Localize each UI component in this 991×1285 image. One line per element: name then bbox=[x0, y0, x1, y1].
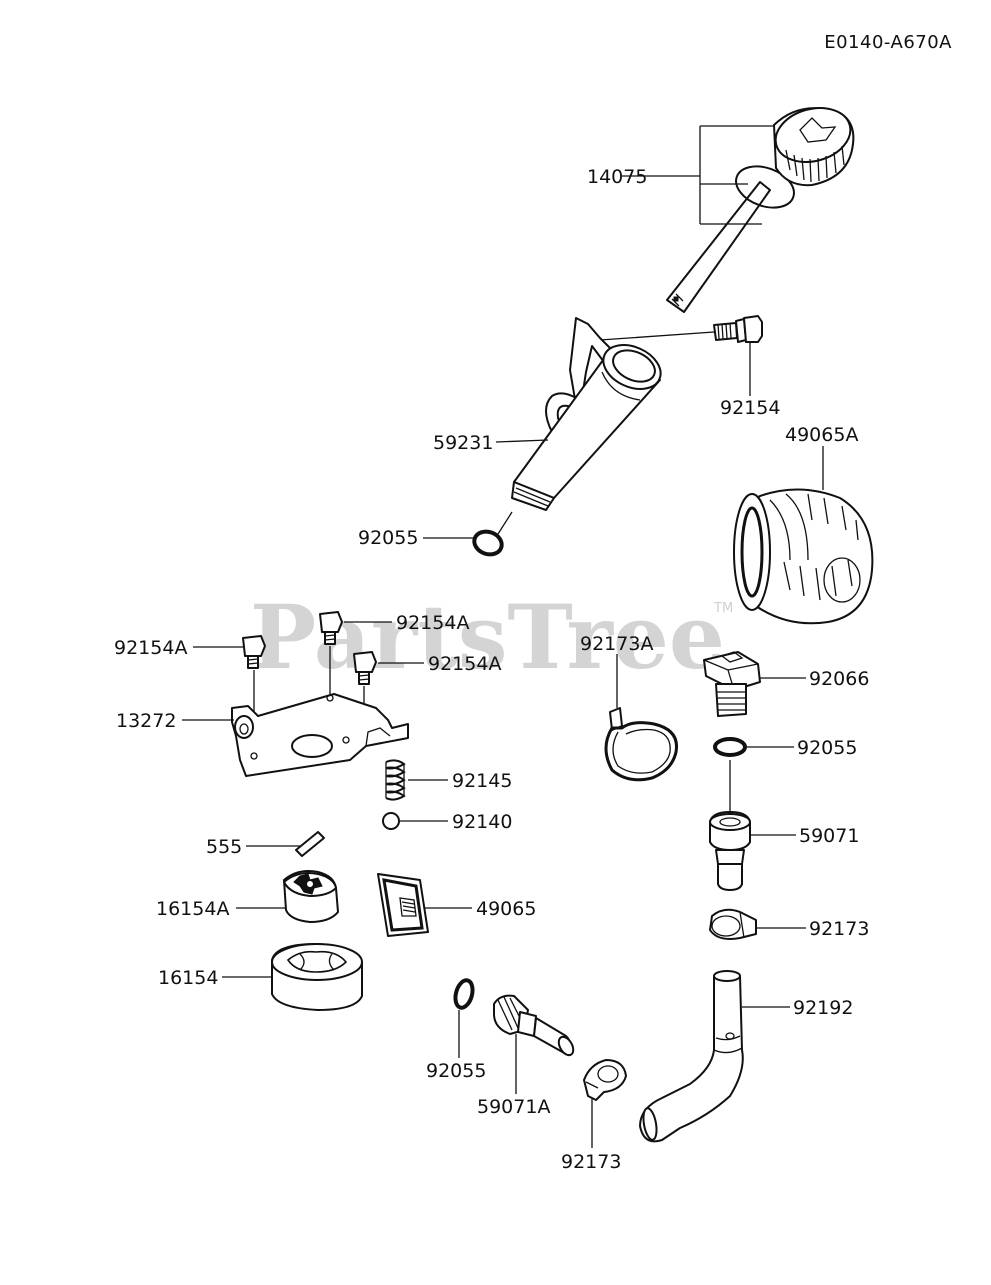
part-16154A-inner-rotor[interactable] bbox=[283, 870, 339, 923]
label-92145[interactable]: 92145 bbox=[452, 770, 512, 792]
part-92173-clamp-bottom[interactable] bbox=[583, 1059, 627, 1101]
leader-14075 bbox=[622, 125, 775, 225]
label-13272[interactable]: 13272 bbox=[116, 710, 176, 732]
watermark-trademark: TM bbox=[713, 601, 733, 616]
label-16154[interactable]: 16154 bbox=[158, 967, 218, 989]
part-59231-filler-tube[interactable] bbox=[511, 317, 668, 511]
leader-92154A-center bbox=[329, 621, 392, 696]
part-49065A-oil-filter[interactable] bbox=[733, 488, 874, 625]
label-92154A-right[interactable]: 92154A bbox=[428, 653, 501, 675]
part-92055-oring-middle[interactable] bbox=[713, 737, 747, 757]
part-92154-bolt[interactable] bbox=[713, 315, 763, 343]
part-14075-dipstick[interactable] bbox=[666, 100, 856, 313]
label-92154A-left[interactable]: 92154A bbox=[114, 637, 187, 659]
leader-92154 bbox=[599, 331, 751, 396]
part-92066-drain-plug[interactable] bbox=[703, 651, 761, 717]
part-59071A-fitting[interactable] bbox=[493, 994, 576, 1058]
label-92055-lower[interactable]: 92055 bbox=[426, 1060, 486, 1082]
label-92066[interactable]: 92066 bbox=[809, 668, 869, 690]
label-14075[interactable]: 14075 bbox=[587, 166, 647, 188]
leader-59231 bbox=[495, 439, 549, 443]
label-92055-middle[interactable]: 92055 bbox=[797, 737, 857, 759]
part-92154A-bolt-center[interactable] bbox=[319, 611, 343, 645]
label-59231[interactable]: 59231 bbox=[433, 432, 493, 454]
part-92154A-bolt-right[interactable] bbox=[353, 651, 377, 685]
label-92154A-center[interactable]: 92154A bbox=[396, 612, 469, 634]
part-49065-screen[interactable] bbox=[377, 873, 429, 937]
part-92140-ball[interactable] bbox=[382, 812, 400, 830]
part-92173A-clamp[interactable] bbox=[604, 707, 679, 782]
diagram-code: E0140-A670A bbox=[824, 32, 952, 53]
part-92173-clamp-right[interactable] bbox=[709, 908, 757, 940]
part-92154A-bolt-left[interactable] bbox=[242, 635, 266, 669]
label-92140[interactable]: 92140 bbox=[452, 811, 512, 833]
label-92055-upper[interactable]: 92055 bbox=[358, 527, 418, 549]
label-59071[interactable]: 59071 bbox=[799, 825, 859, 847]
part-59071-fitting[interactable] bbox=[709, 760, 751, 891]
label-59071A[interactable]: 59071A bbox=[477, 1096, 550, 1118]
label-16154A[interactable]: 16154A bbox=[156, 898, 229, 920]
part-92055-oring-lower[interactable] bbox=[453, 978, 476, 1010]
part-92055-oring-upper[interactable] bbox=[471, 528, 505, 558]
part-16154-outer-rotor[interactable] bbox=[271, 943, 363, 1011]
leader-92055-upper bbox=[423, 511, 513, 539]
label-49065[interactable]: 49065 bbox=[476, 898, 536, 920]
part-92192-hose[interactable] bbox=[639, 970, 744, 1143]
part-92145-spring[interactable] bbox=[385, 759, 406, 801]
label-92173-right[interactable]: 92173 bbox=[809, 918, 869, 940]
label-92154[interactable]: 92154 bbox=[720, 397, 780, 419]
label-92173A[interactable]: 92173A bbox=[580, 633, 653, 655]
label-49065A[interactable]: 49065A bbox=[785, 424, 858, 446]
part-555-pin[interactable] bbox=[295, 831, 325, 857]
label-555[interactable]: 555 bbox=[206, 836, 242, 858]
label-92173-bottom[interactable]: 92173 bbox=[561, 1151, 621, 1173]
part-13272-plate[interactable] bbox=[231, 693, 409, 777]
label-92192[interactable]: 92192 bbox=[793, 997, 853, 1019]
